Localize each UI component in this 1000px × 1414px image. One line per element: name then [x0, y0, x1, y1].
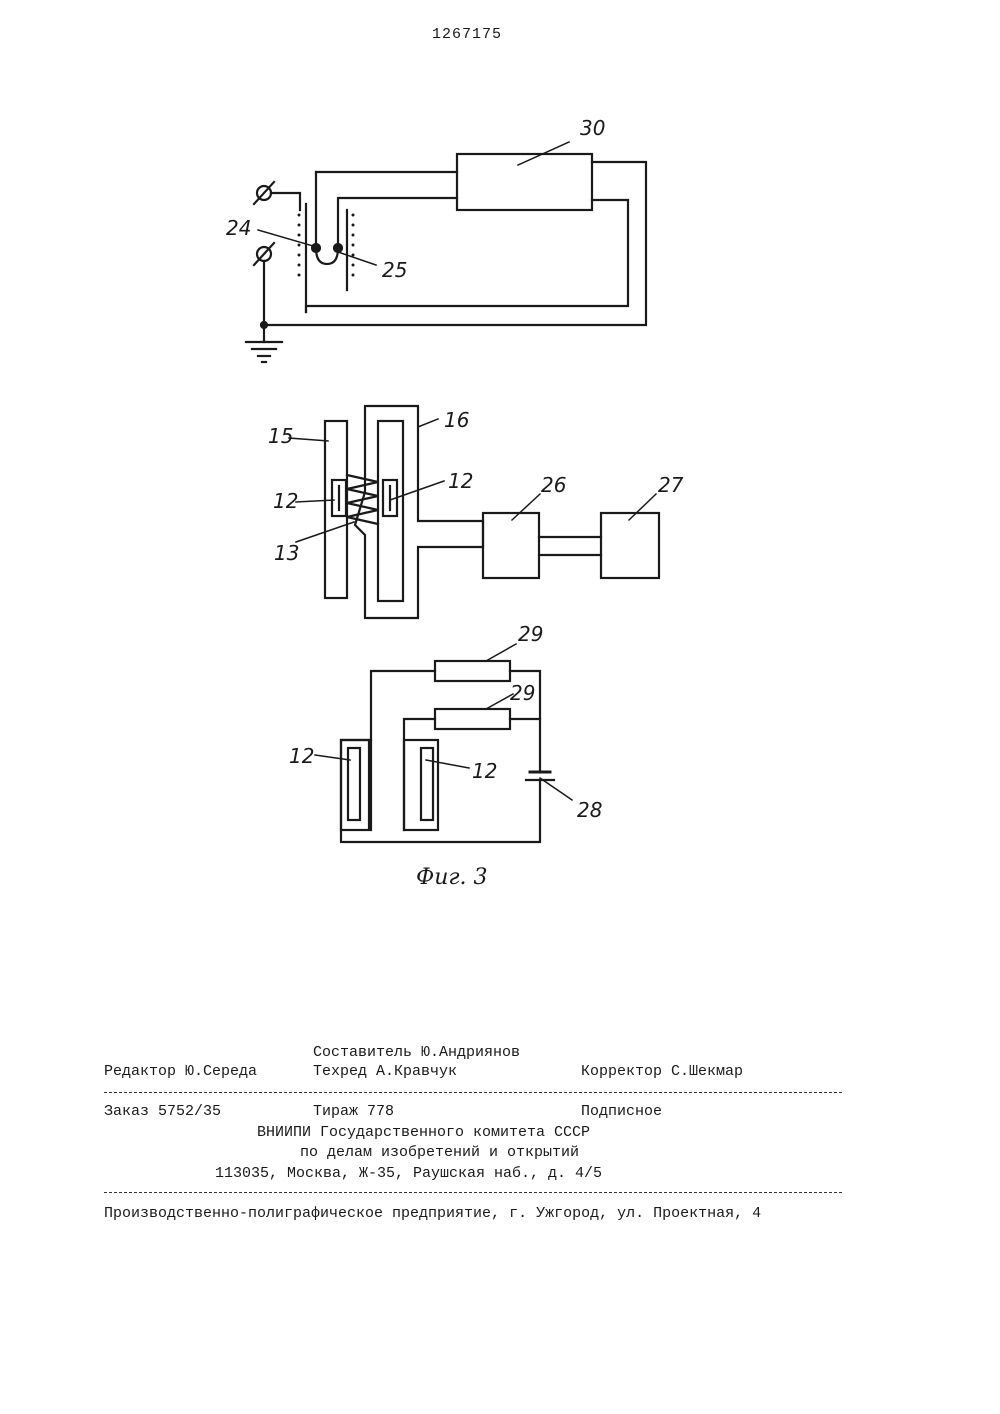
plate-16: [355, 406, 483, 618]
label-13: 13: [274, 541, 299, 565]
imprint-printer: Производственно-полиграфическое предприя…: [104, 1205, 761, 1222]
imprint-circulation: Тираж 778: [313, 1103, 394, 1120]
label-28: 28: [577, 798, 602, 822]
label-24: 24: [226, 216, 251, 240]
label-12-left: 12: [273, 489, 298, 513]
resistor-29-bottom: [435, 709, 510, 729]
dashed-separator-2: [104, 1192, 842, 1193]
block-27: [601, 513, 659, 578]
ground-symbol: [246, 322, 282, 362]
imprint-address: 113035, Москва, Ж-35, Раушская наб., д. …: [215, 1165, 602, 1182]
block-26: [483, 513, 539, 578]
top-circuit: [246, 154, 646, 362]
label-27: 27: [658, 473, 684, 497]
label-15: 15: [268, 424, 293, 448]
imprint-subscription: Подписное: [581, 1103, 662, 1120]
label-29-top: 29: [518, 622, 543, 646]
imprint-org-line2: по делам изобретений и открытий: [300, 1144, 579, 1161]
figure-labels: 30 24 25 15 16 12 12 13 26 27 29 29 12 1…: [226, 116, 684, 890]
plate-15: [325, 421, 347, 598]
imprint-techred: Техред А.Кравчук: [313, 1063, 457, 1080]
imprint-compiler: Составитель Ю.Андриянов: [313, 1044, 520, 1061]
middle-assembly: [325, 406, 659, 618]
imprint-order: Заказ 5752/35: [104, 1103, 221, 1120]
label-29-bottom: 29: [510, 681, 535, 705]
label-26: 26: [541, 473, 566, 497]
label-30: 30: [580, 116, 605, 140]
label-16: 16: [444, 408, 469, 432]
imprint-corrector: Корректор С.Шекмар: [581, 1063, 743, 1080]
spring-13: [347, 475, 378, 524]
figure-3-diagram: 30 24 25 15 16 12 12 13 26 27 29 29 12 1…: [0, 0, 1000, 900]
sensor-12-bottom-left: [341, 740, 369, 830]
label-12-right: 12: [448, 469, 473, 493]
label-12-bottom-right: 12: [472, 759, 497, 783]
label-12-bottom-left: 12: [289, 744, 314, 768]
imprint-editor: Редактор Ю.Середа: [104, 1063, 257, 1080]
dashed-separator-1: [104, 1092, 842, 1093]
imprint-org-line1: ВНИИПИ Государственного комитета СССР: [257, 1124, 590, 1141]
figure-caption: Фиг. 3: [416, 865, 488, 890]
resistor-29-top: [435, 661, 510, 681]
label-25: 25: [382, 258, 407, 282]
